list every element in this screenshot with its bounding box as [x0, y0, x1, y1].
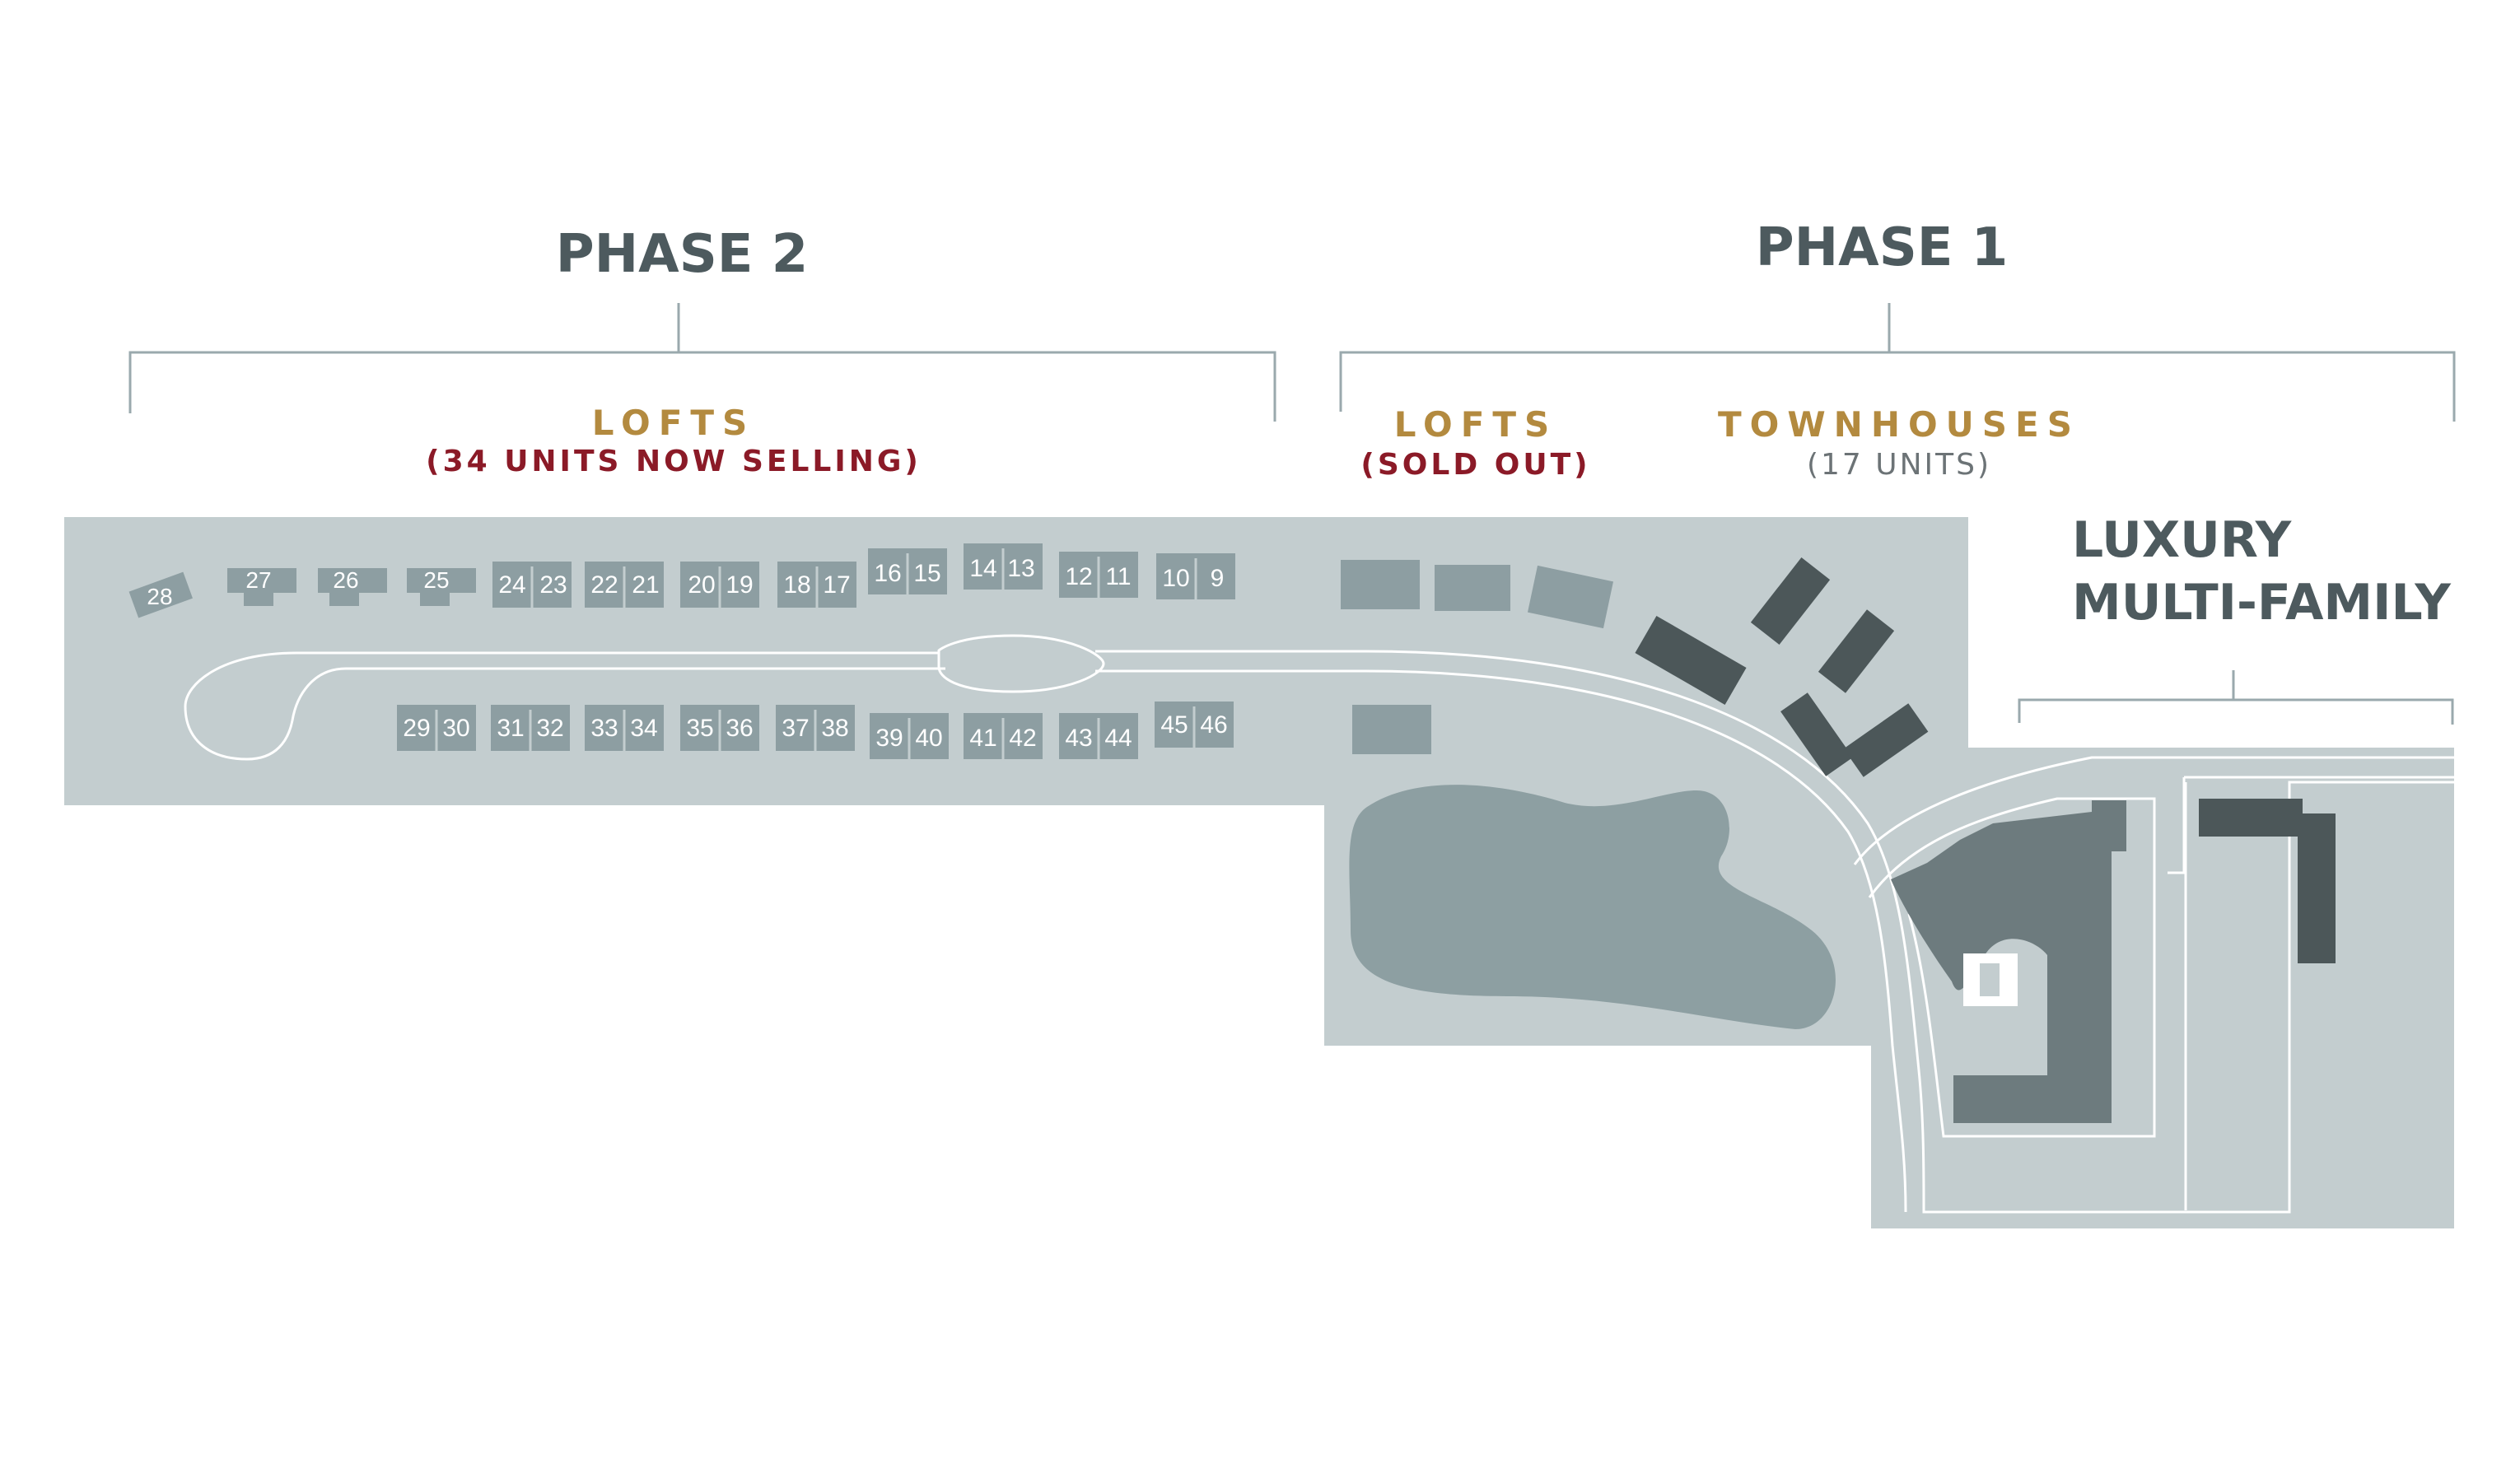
phase-1-lofts-status: (SOLD OUT) [1360, 448, 1590, 482]
unit-21-label: 21 [632, 571, 659, 599]
unit-18-label: 18 [783, 571, 810, 599]
unit-27-label: 27 [245, 567, 271, 593]
unit-27-porch [244, 591, 273, 606]
amenity-pool [1963, 953, 2018, 1006]
unit-41-label: 41 [969, 725, 996, 752]
unit-26[interactable] [318, 568, 387, 593]
unit-46-label: 46 [1200, 711, 1227, 739]
unit-20-label: 20 [688, 571, 715, 599]
unit-39-label: 39 [875, 725, 903, 752]
unit-25-label: 25 [423, 567, 449, 593]
unit-33-label: 33 [590, 715, 618, 742]
luxury-label-line1: LUXURY [2072, 511, 2293, 569]
unit-22-label: 22 [590, 571, 618, 599]
unit-45-label: 45 [1160, 711, 1188, 739]
phase-2-lofts: 28 27 26 25 24 23 22 21 20 19 18 17 16 1… [128, 543, 1235, 759]
phase-1-bracket [1339, 303, 2456, 422]
unit-35-label: 35 [686, 715, 713, 742]
unit-16-label: 16 [874, 560, 901, 587]
phase-2-bracket [128, 303, 1276, 422]
unit-29-label: 29 [403, 715, 430, 742]
phase-1-lofts-label: LOFTS [1394, 404, 1558, 445]
unit-31-label: 31 [497, 715, 524, 742]
unit-23-label: 23 [539, 571, 567, 599]
townhouses-count: (17 UNITS) [1807, 448, 1991, 482]
unit-24-label: 24 [498, 571, 525, 599]
unit-38-label: 38 [821, 715, 848, 742]
unit-25[interactable] [407, 568, 476, 593]
unit-28-label: 28 [147, 584, 172, 609]
unit-15-label: 15 [913, 560, 940, 587]
unit-26-label: 26 [333, 567, 358, 593]
unit-12-label: 12 [1065, 563, 1092, 590]
luxury-bracket [2018, 670, 2454, 725]
unit-40-label: 40 [915, 725, 942, 752]
phase-1-heading: PHASE 1 [1756, 217, 2009, 278]
unit-42-label: 42 [1009, 725, 1036, 752]
multi-family-building-main [1891, 800, 2126, 1123]
unit-10-label: 10 [1162, 565, 1189, 592]
unit-28[interactable] [128, 571, 193, 618]
unit-26-porch [329, 591, 359, 606]
pond [1349, 785, 1836, 1029]
phase-2-lofts-status: (34 UNITS NOW SELLING) [426, 445, 922, 478]
unit-9-label: 9 [1211, 565, 1225, 592]
roads [184, 634, 2454, 1214]
multi-family-building-east [2199, 799, 2336, 963]
phase-2-heading: PHASE 2 [556, 224, 809, 285]
unit-13-label: 13 [1007, 555, 1034, 582]
townhouses [1635, 557, 1929, 777]
unit-27[interactable] [227, 568, 296, 593]
unit-30-label: 30 [442, 715, 469, 742]
unit-37-label: 37 [782, 715, 809, 742]
unit-19-label: 19 [726, 571, 753, 599]
phase-2-lofts-label: LOFTS [592, 403, 756, 443]
unit-32-label: 32 [536, 715, 563, 742]
luxury-label-line2: MULTI-FAMILY [2072, 574, 2452, 632]
unit-17-label: 17 [823, 571, 850, 599]
unit-43-label: 43 [1065, 725, 1092, 752]
unit-36-label: 36 [726, 715, 753, 742]
unit-44-label: 44 [1104, 725, 1132, 752]
townhouses-label: TOWNHOUSES [1718, 404, 2080, 445]
unit-34-label: 34 [630, 715, 657, 742]
unit-25-porch [420, 591, 450, 606]
phase-1-lofts [1341, 560, 1614, 754]
unit-11-label: 11 [1105, 563, 1131, 590]
unit-14-label: 14 [969, 555, 996, 582]
